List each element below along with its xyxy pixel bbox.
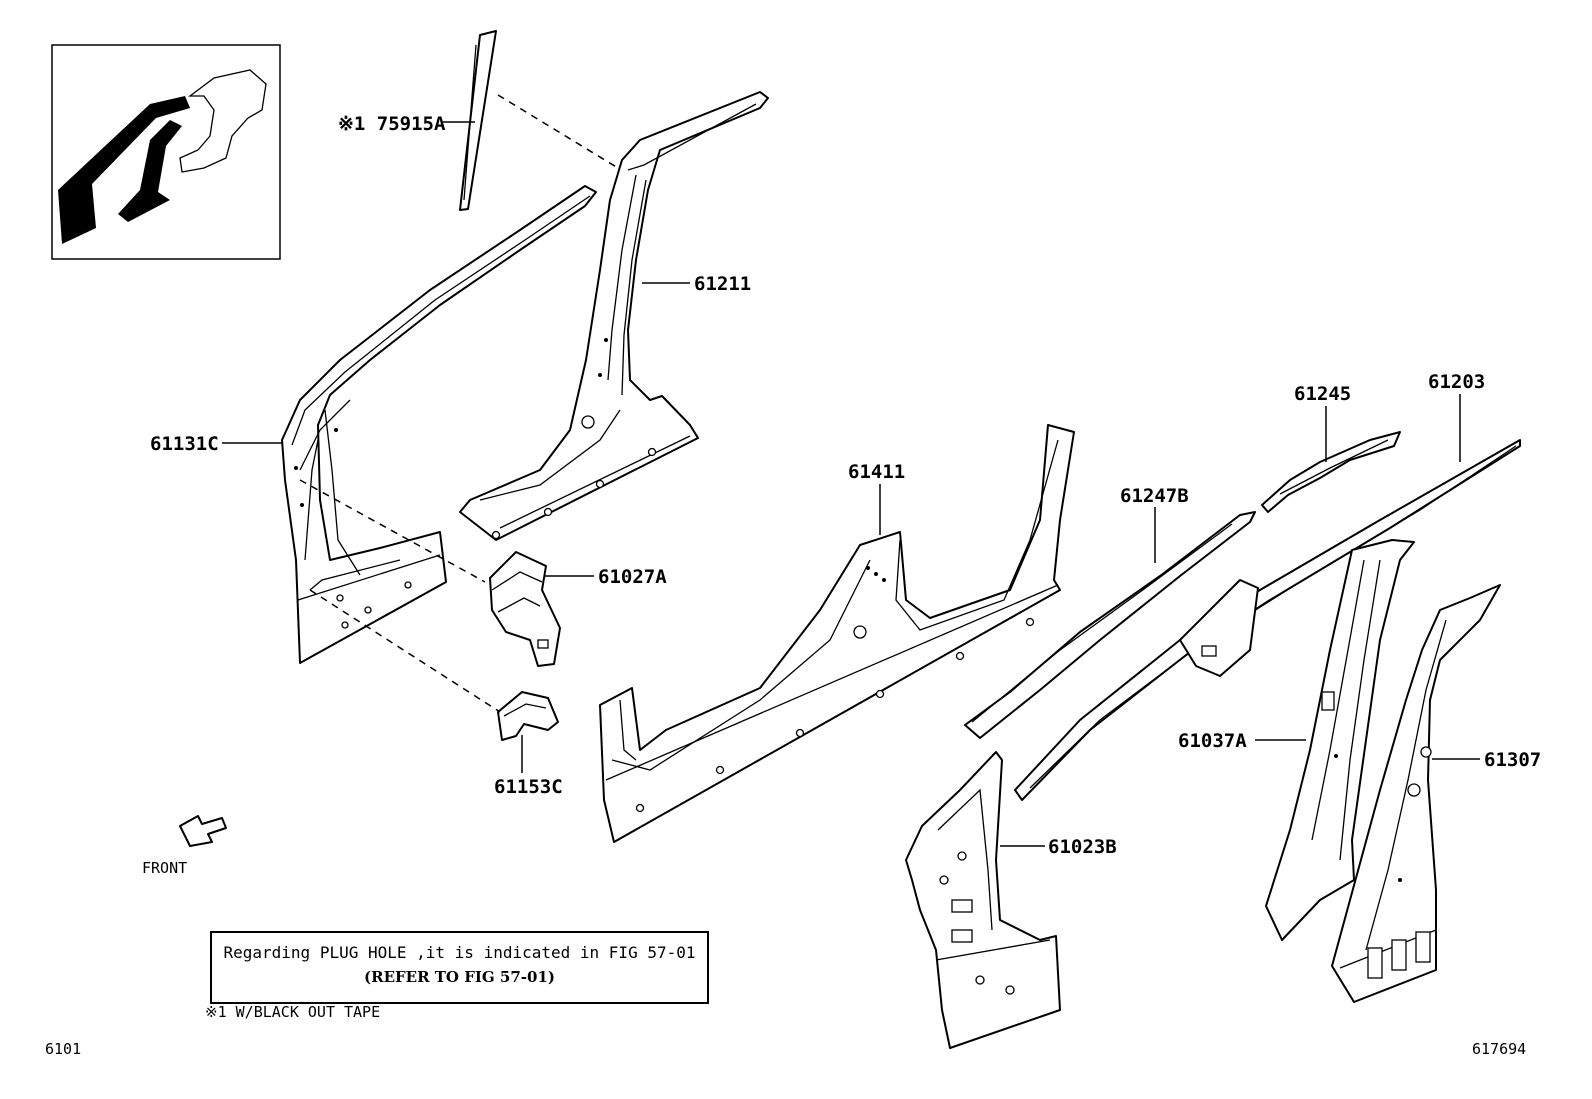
part-61411	[599, 424, 1075, 843]
label-61037A: 61037A	[1178, 730, 1247, 752]
inset-overview	[51, 44, 281, 260]
note-line-1: Regarding PLUG HOLE ,it is indicated in …	[223, 943, 696, 962]
part-61027A	[489, 551, 561, 667]
page-code-left: 6101	[45, 1040, 82, 1058]
part-61211	[459, 91, 769, 541]
page-code-right: 617694	[1472, 1040, 1527, 1058]
label-61153C: 61153C	[494, 776, 563, 798]
note-line-2: (REFER TO FIG 57-01)	[364, 968, 555, 986]
part-61153C	[497, 691, 559, 741]
note-box: Regarding PLUG HOLE ,it is indicated in …	[210, 931, 709, 1004]
footnote: ※1 W/BLACK OUT TAPE	[205, 1003, 381, 1021]
front-label: FRONT	[142, 859, 187, 877]
inset-rear-outline	[179, 69, 267, 173]
part-61037A	[1265, 539, 1415, 941]
label-61203: 61203	[1428, 371, 1485, 393]
label-61211: 61211	[694, 273, 751, 295]
label-61411: 61411	[848, 461, 905, 483]
label-61023B: 61023B	[1048, 836, 1117, 858]
label-61307: 61307	[1484, 749, 1541, 771]
label-61131C: 61131C	[150, 433, 219, 455]
part-75915A	[459, 30, 497, 211]
part-61131C	[281, 185, 597, 664]
part-61247B	[964, 511, 1256, 739]
part-61203	[1014, 439, 1521, 801]
assembly-lines	[299, 94, 619, 713]
label-75915A: ※1 75915A	[338, 113, 446, 135]
part-61307	[1331, 584, 1501, 1003]
label-61027A: 61027A	[598, 566, 667, 588]
part-61245	[1261, 431, 1401, 513]
front-arrow-icon	[179, 815, 227, 847]
inset-pillar-a	[58, 96, 190, 244]
inset-pillar-b	[118, 120, 182, 222]
label-61247B: 61247B	[1120, 485, 1189, 507]
label-61245: 61245	[1294, 383, 1351, 405]
part-61023B	[905, 751, 1061, 1049]
leader-lines	[222, 121, 1480, 847]
